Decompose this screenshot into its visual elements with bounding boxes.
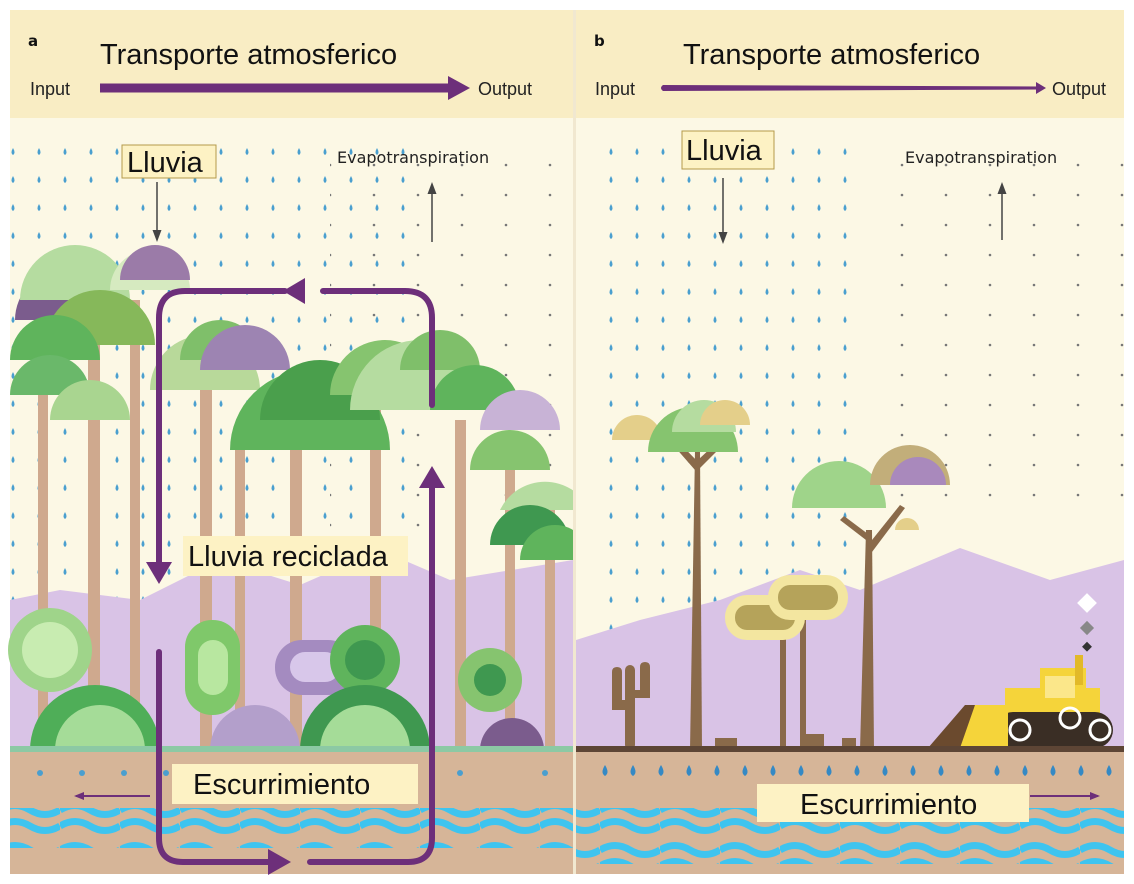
header-band-b bbox=[576, 10, 1124, 118]
bulldozer-icon bbox=[928, 593, 1113, 748]
panel-a-title: Transporte atmosferico bbox=[100, 39, 397, 71]
panel-a-output-label: Output bbox=[478, 79, 532, 99]
soil-drops bbox=[37, 770, 548, 776]
panel-a-runoff-label: Escurrimiento bbox=[193, 769, 370, 801]
panel-b-output-label: Output bbox=[1052, 79, 1106, 99]
panel-a-rain-label: Lluvia bbox=[127, 147, 204, 179]
river bbox=[10, 808, 573, 848]
atmospheric-transport-arrow-b bbox=[661, 85, 1040, 91]
soil-drops-b bbox=[602, 765, 1112, 776]
panel-b-rain-label: Lluvia bbox=[686, 135, 763, 167]
panel-b-title: Transporte atmosferico bbox=[683, 39, 980, 71]
recycled-rain-label: Lluvia reciclada bbox=[188, 541, 389, 573]
panel-a: a Transporte atmosferico Input Output Ll… bbox=[8, 10, 590, 875]
panel-a-letter: a bbox=[28, 32, 38, 50]
cactus-icon bbox=[612, 662, 650, 750]
panel-a-input-label: Input bbox=[30, 79, 70, 99]
panel-b-input-label: Input bbox=[595, 79, 635, 99]
header-band bbox=[10, 10, 573, 118]
panel-b: b Transporte atmosferico Input Output Ll… bbox=[576, 10, 1124, 874]
mountains-b bbox=[576, 548, 1124, 750]
panel-a-evapotranspiration-label: Evapotranspiration bbox=[337, 148, 489, 167]
panel-b-letter: b bbox=[594, 32, 605, 50]
sparse-trees bbox=[612, 400, 950, 750]
recycling-loop-arrow bbox=[156, 288, 435, 865]
panel-b-runoff-label: Escurrimiento bbox=[800, 789, 977, 821]
panel-b-evapotranspiration-label: Evapotranspiration bbox=[905, 148, 1057, 167]
